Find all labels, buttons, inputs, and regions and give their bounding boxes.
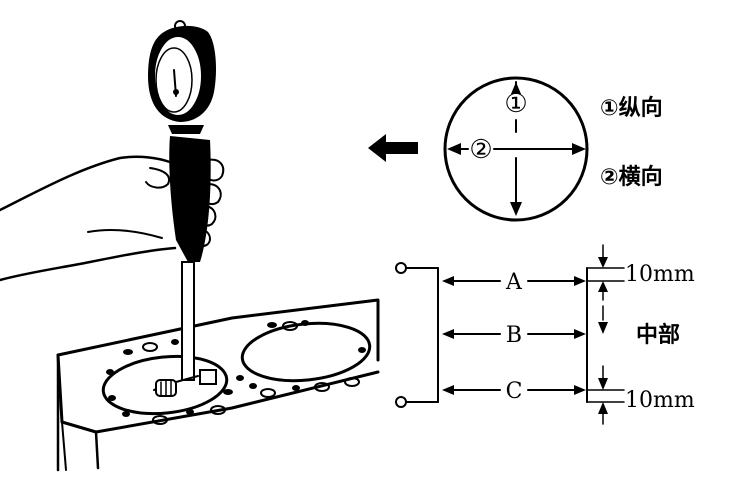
- level-a-label: A: [505, 270, 523, 295]
- cylinder-bore-illustration: [0, 20, 418, 472]
- bore-gauge: [148, 20, 217, 397]
- measurement-positions: A B C 10mm 中部 10mm: [395, 244, 695, 425]
- direction-circle: ① ②: [443, 76, 589, 222]
- legend-item-1: ①纵向: [600, 95, 663, 121]
- level-c-label: C: [506, 379, 523, 404]
- marker-2: ②: [469, 135, 492, 165]
- engine-block: [56, 298, 380, 472]
- left-arrow-icon: [368, 134, 418, 162]
- level-b-label: B: [506, 323, 522, 348]
- legend-item-2: ②横向: [600, 164, 663, 190]
- middle-label: 中部: [636, 322, 680, 348]
- bottom-offset-label: 10mm: [625, 388, 695, 413]
- marker-1: ①: [504, 89, 527, 119]
- top-offset-label: 10mm: [625, 262, 695, 287]
